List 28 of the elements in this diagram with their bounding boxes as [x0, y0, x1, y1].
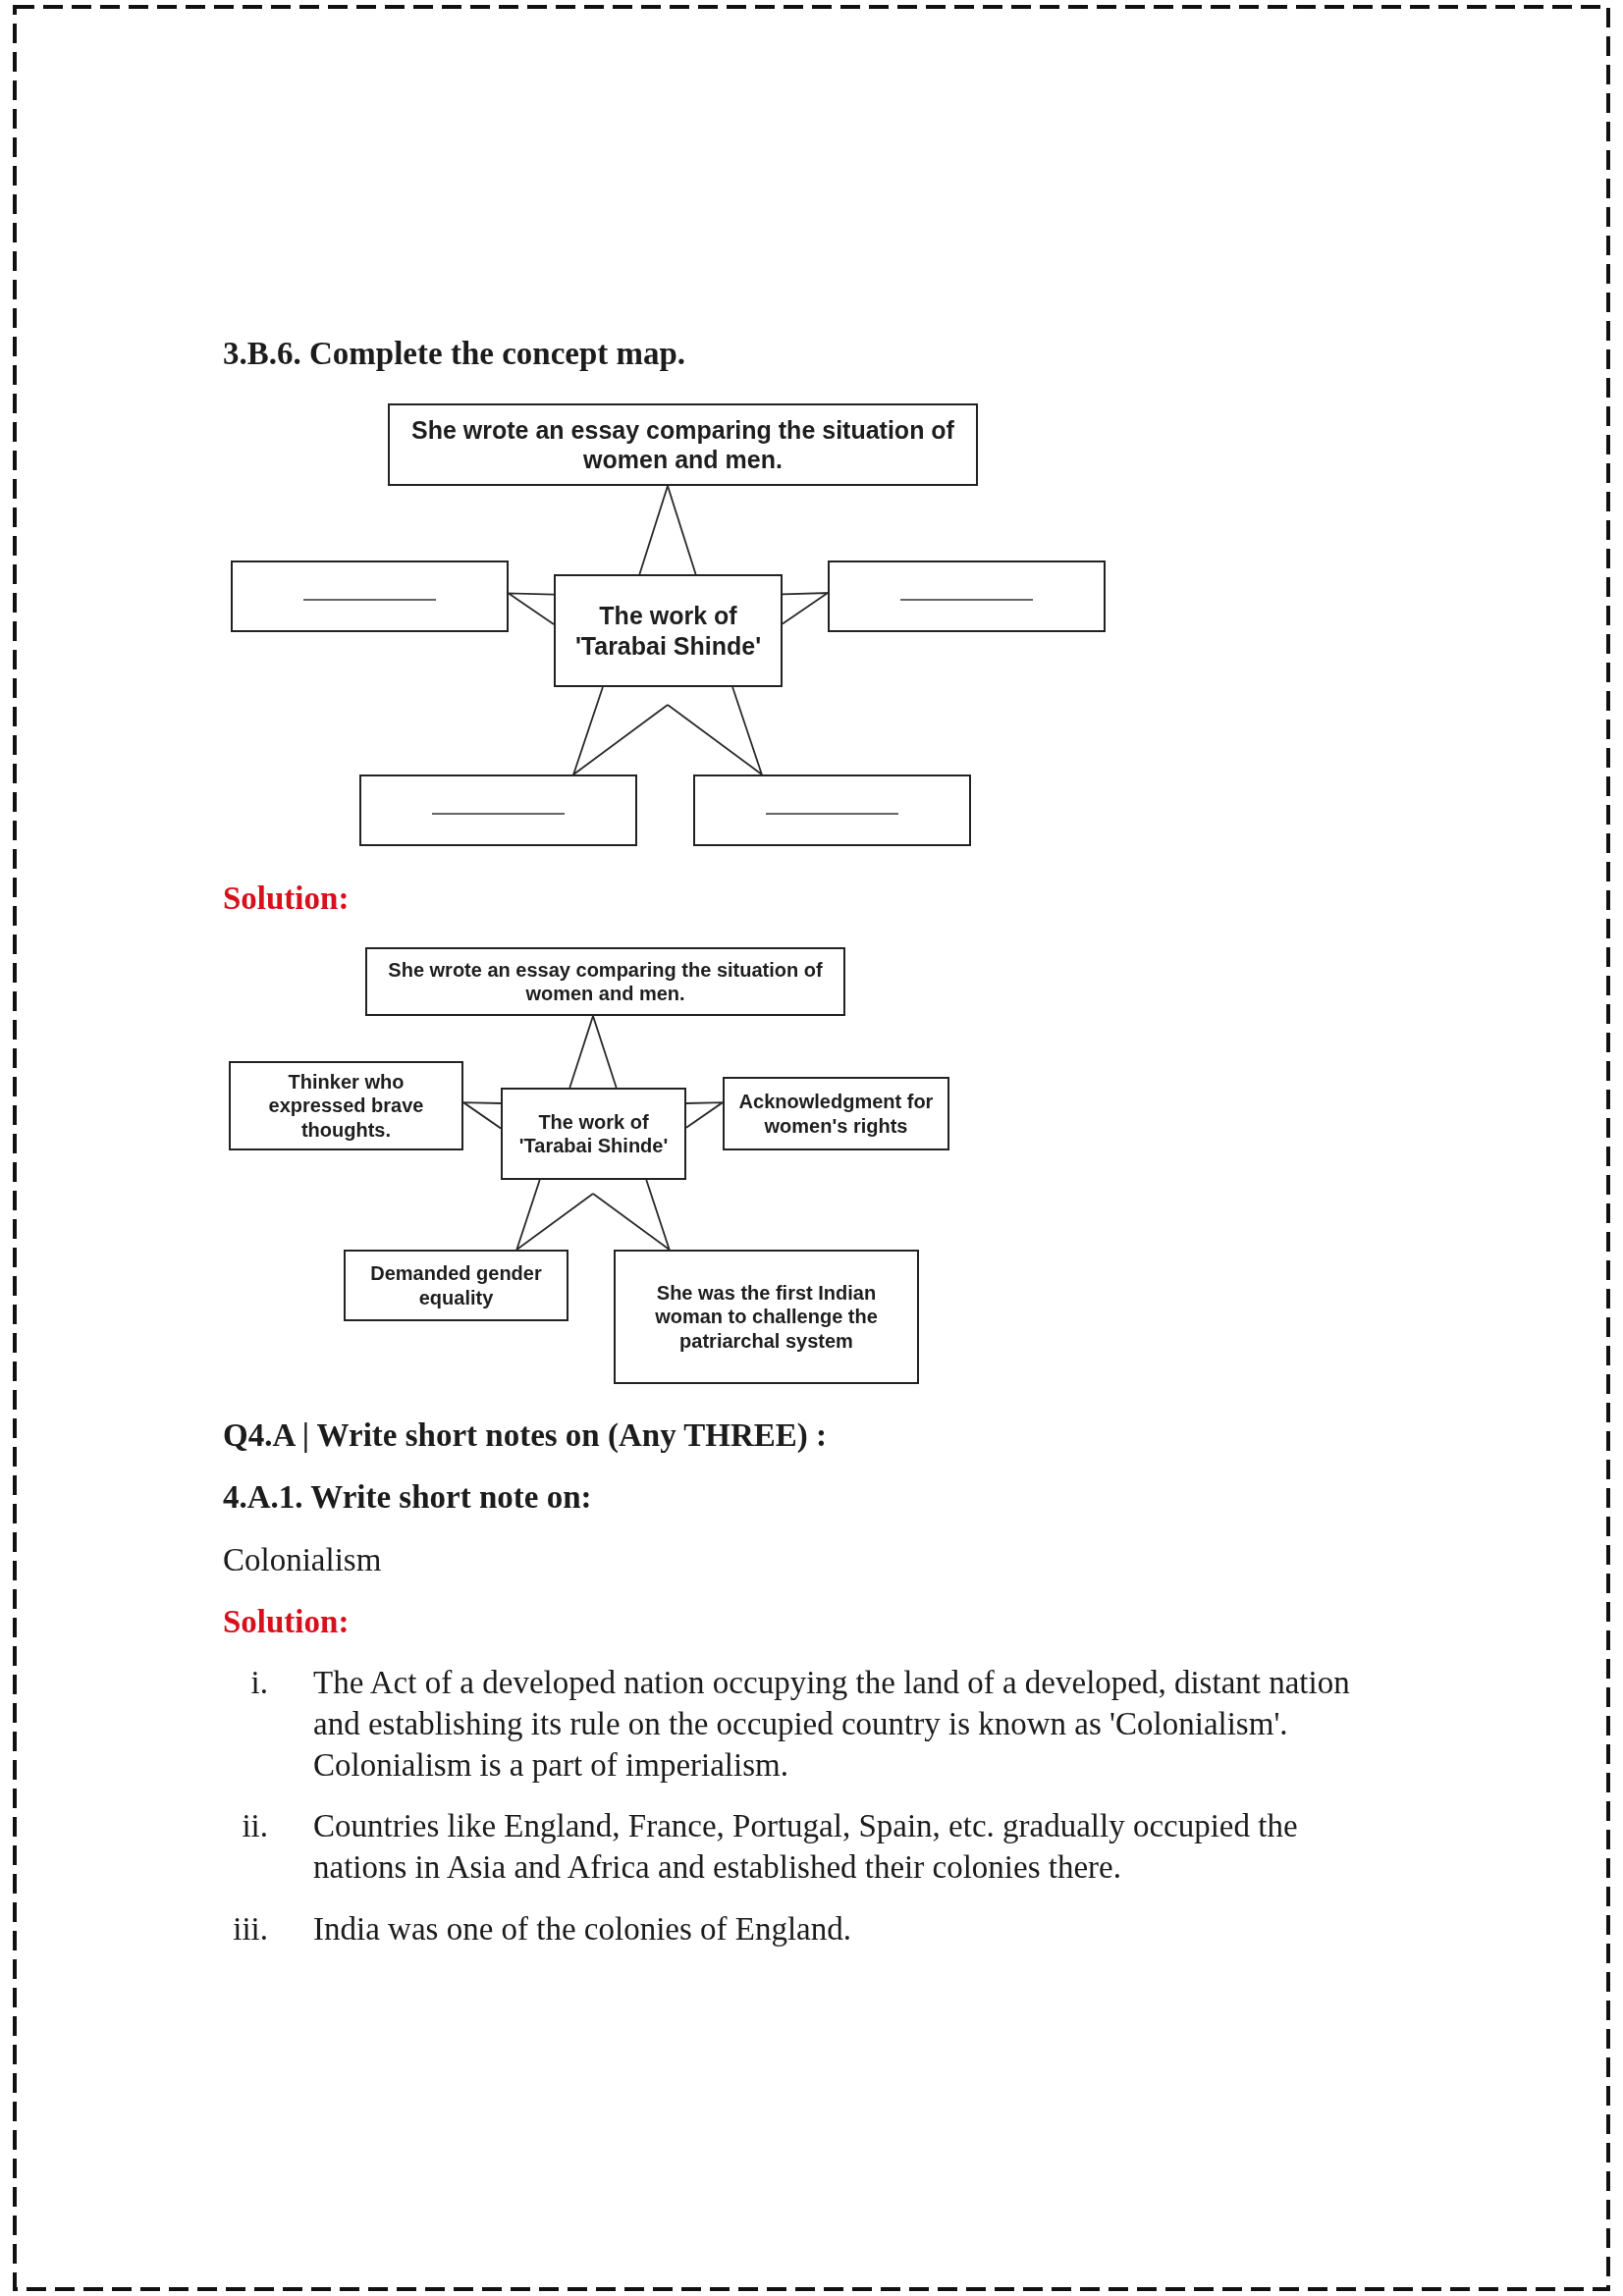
list-number: i.: [250, 1664, 268, 1702]
answer-paragraph: India was one of the colonies of England.: [313, 1910, 851, 1949]
section-heading: 3.B.6. Complete the concept map.: [223, 335, 686, 373]
blank-concept-box: [359, 774, 637, 846]
answer-paragraph: The Act of a developed nation occupying the land of a developed, distant nation and establishing its rule on the occupied country is known as 'Colonialism'. Colonialism is a part of imperialism.: [313, 1664, 1351, 1785]
central-concept-box: The work of 'Tarabai Shinde': [501, 1088, 686, 1180]
blank-concept-box: [231, 561, 509, 632]
concept-box: She wrote an essay comparing the situation of women and men.: [388, 403, 978, 486]
section-heading: Q4.A | Write short notes on (Any THREE) :: [223, 1416, 828, 1455]
solution-heading: Solution:: [223, 880, 350, 918]
answer-paragraph: Countries like England, France, Portugal, Spain, etc. gradually occupied the nations in Asia and Africa and established their colonies there.: [313, 1807, 1299, 1887]
concept-box: She was the first Indian woman to challenge the patriarchal system: [614, 1250, 919, 1384]
concept-box: Thinker who expressed brave thoughts.: [229, 1061, 463, 1150]
star-point-connector: [571, 686, 669, 777]
concept-box: Acknowledgment for women's rights: [723, 1077, 949, 1150]
star-point-connector: [514, 1179, 594, 1253]
central-concept-box: The work of 'Tarabai Shinde': [554, 574, 783, 687]
blank-concept-box: [693, 774, 971, 846]
blank-concept-box: [828, 561, 1106, 632]
list-number: iii.: [233, 1910, 268, 1949]
star-point-connector: [592, 1179, 672, 1253]
solution-heading: Solution:: [223, 1603, 350, 1641]
concept-box: Demanded gender equality: [344, 1250, 568, 1321]
concept-box: She wrote an essay comparing the situation of women and men.: [365, 947, 845, 1016]
list-number: ii.: [242, 1807, 268, 1845]
star-point-connector: [667, 686, 764, 777]
topic-text: Colonialism: [223, 1541, 382, 1579]
section-heading: 4.A.1. Write short note on:: [223, 1478, 592, 1517]
